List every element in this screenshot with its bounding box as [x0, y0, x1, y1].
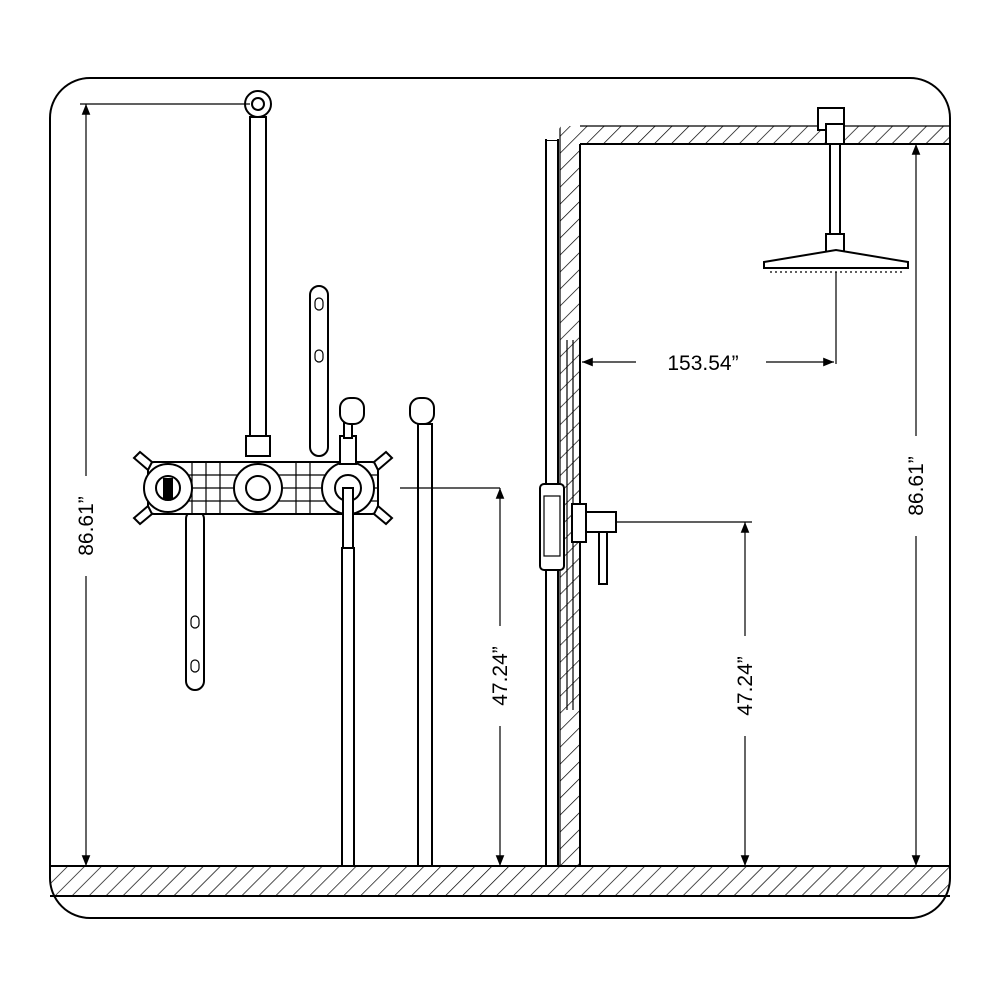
floor [50, 865, 950, 897]
left-total-height-dimension: 86.61” [75, 103, 250, 866]
right-valve-height-label: 47.24” [734, 656, 757, 716]
ceiling [580, 125, 950, 145]
left-installation-view [132, 90, 500, 867]
right-total-height-dimension: 86.61” [905, 144, 928, 866]
right-arm-length-label: 153.54” [667, 352, 738, 375]
right-arm-length-dimension: 153.54” [582, 352, 834, 375]
right-installation-view [539, 107, 909, 867]
diagram-frame [49, 77, 951, 919]
left-valve-height-dimension: 47.24” [489, 488, 512, 866]
right-total-height-label: 86.61” [905, 456, 928, 516]
right-valve-height-dimension: 47.24” [734, 522, 757, 866]
left-valve-height-label: 47.24” [489, 646, 512, 706]
left-total-height-label: 86.61” [75, 496, 98, 556]
